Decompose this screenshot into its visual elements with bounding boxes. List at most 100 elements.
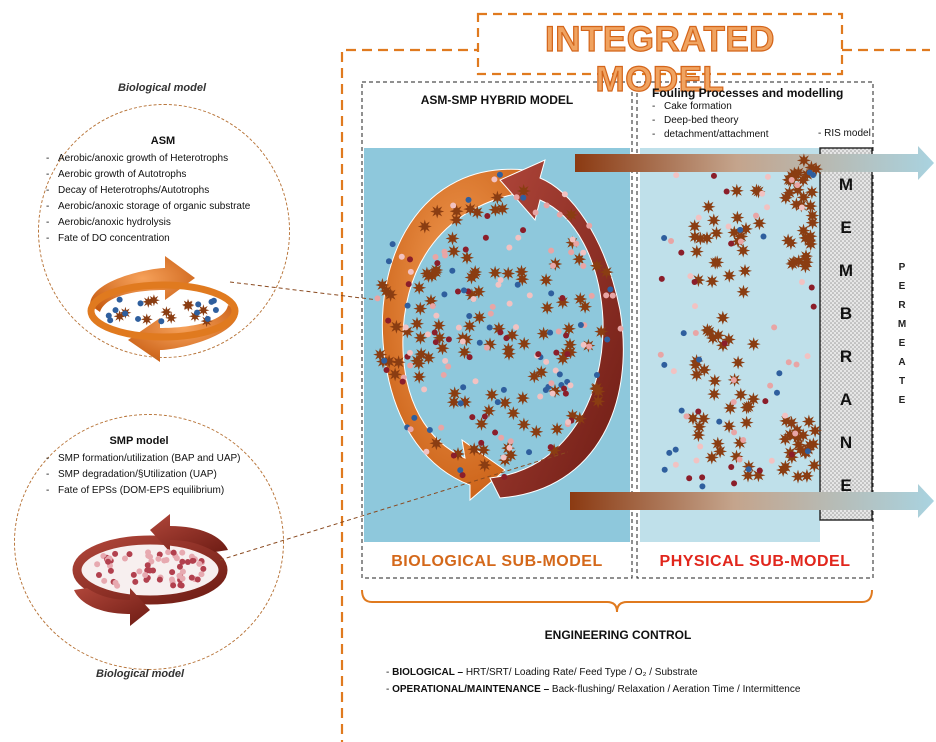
solute-dot <box>728 464 735 471</box>
solute-dot <box>498 434 505 441</box>
solute-dot <box>556 371 563 378</box>
solute-dot <box>433 312 440 319</box>
solute-dot <box>776 370 783 377</box>
floc-particle <box>514 264 529 279</box>
smp-process-list: SMP formation/utilization (BAP and UAP)S… <box>46 451 286 499</box>
solute-dot <box>500 454 507 461</box>
solute-dot <box>445 336 452 343</box>
floc-particle <box>563 337 577 352</box>
solute-dot <box>449 267 456 274</box>
solute-dot <box>552 367 559 374</box>
solute-dot <box>788 176 795 183</box>
solute-dot <box>810 171 817 178</box>
solute-dot <box>399 378 406 385</box>
solute-dot <box>771 324 778 331</box>
smp-title: SMP model <box>109 435 169 447</box>
solute-dot <box>810 303 817 310</box>
floc-particle <box>561 321 576 336</box>
floc-particle <box>709 226 724 241</box>
floc-particle <box>796 190 811 205</box>
solute-dot <box>494 399 501 406</box>
engineering-item: - OPERATIONAL/MAINTENANCE – Back-flushin… <box>386 684 801 695</box>
permeate-letter: R <box>898 300 906 311</box>
solute-dot <box>537 393 544 400</box>
solute-dot <box>469 414 476 421</box>
solute-dot <box>520 227 527 234</box>
solute-dot <box>550 262 557 269</box>
permeate-letter: E <box>898 338 906 349</box>
solute-dot <box>699 483 706 490</box>
solute-dot <box>760 233 767 240</box>
floc-particle <box>706 213 721 228</box>
solute-dot <box>466 313 473 320</box>
solute-dot <box>691 279 698 286</box>
floc-particle <box>782 185 797 200</box>
floc-particle <box>710 436 725 451</box>
floc-particle <box>734 229 749 244</box>
solute-dot <box>808 284 815 291</box>
floc-particle <box>799 255 814 270</box>
floc-particle <box>429 436 444 451</box>
solute-dot <box>515 234 522 241</box>
permeate-letter: E <box>898 281 906 292</box>
floc-particle <box>733 387 748 402</box>
floc-particle <box>715 310 730 325</box>
solute-dot <box>497 329 504 336</box>
list-item: Aerobic growth of Autotrophs <box>46 167 286 183</box>
solute-dot <box>450 202 457 209</box>
floc-particle <box>527 369 542 384</box>
solute-dot <box>411 414 418 421</box>
page-title: INTEGRATED MODEL <box>544 19 775 99</box>
solute-dot <box>687 273 694 280</box>
solute-dot <box>543 202 550 209</box>
solute-dot <box>442 357 449 364</box>
solute-dot <box>699 474 706 481</box>
solute-dot <box>472 378 479 385</box>
fouling-process-list: Cake formationDeep-bed theorydetachment/… <box>652 100 872 142</box>
solute-dot <box>478 439 485 446</box>
solute-dot <box>759 190 766 197</box>
engineering-title: ENGINEERING CONTROL <box>544 628 692 642</box>
solute-dot <box>672 446 679 453</box>
permeate-letter: E <box>898 395 906 406</box>
floc-particle <box>776 463 791 477</box>
phys-tank <box>640 148 820 542</box>
floc-particle <box>476 443 491 458</box>
solute-dot <box>580 341 587 348</box>
solute-dot <box>567 382 574 389</box>
solute-dot <box>586 222 593 229</box>
orange-cycle-arrow <box>381 168 541 502</box>
solute-dot <box>520 194 527 201</box>
solute-dot <box>450 452 457 459</box>
solute-dot <box>762 398 769 405</box>
floc-particle <box>729 183 744 198</box>
floc-particle <box>449 212 464 227</box>
red-cycle-arrow <box>489 159 624 499</box>
list-item: Decay of Heterotrophs/Autotrophs <box>46 183 286 199</box>
floc-particle <box>801 414 816 429</box>
solute-dot <box>526 449 533 456</box>
engineering-item: - BIOLOGICAL – HRT/SRT/ Loading Rate/ Fe… <box>386 667 698 678</box>
floc-particle <box>736 243 751 258</box>
permeate-arrow-top <box>575 146 934 180</box>
solute-dot <box>678 249 685 256</box>
solute-dot <box>609 292 616 299</box>
solute-dot <box>756 467 763 474</box>
phys-submodel-label: PHYSICAL SUB-MODEL <box>659 553 851 570</box>
floc-particle <box>447 386 462 401</box>
floc-particle <box>599 265 614 280</box>
floc-particle <box>430 204 445 219</box>
membrane-letter: A <box>839 390 853 409</box>
solute-dot <box>563 332 570 339</box>
bio-submodel-label: BIOLOGICAL SUB-MODEL <box>391 553 603 570</box>
solute-dot <box>513 194 520 201</box>
list-item: Aerobic/anoxic hydrolysis <box>46 215 286 231</box>
engineering-item-label: BIOLOGICAL – <box>392 667 464 678</box>
solute-dot <box>782 412 789 419</box>
floc-particle <box>804 185 819 200</box>
floc-particle <box>421 350 436 365</box>
floc-particle <box>516 417 531 432</box>
floc-particle <box>687 229 702 244</box>
floc-particle <box>445 231 460 246</box>
solute-dot <box>661 235 668 242</box>
